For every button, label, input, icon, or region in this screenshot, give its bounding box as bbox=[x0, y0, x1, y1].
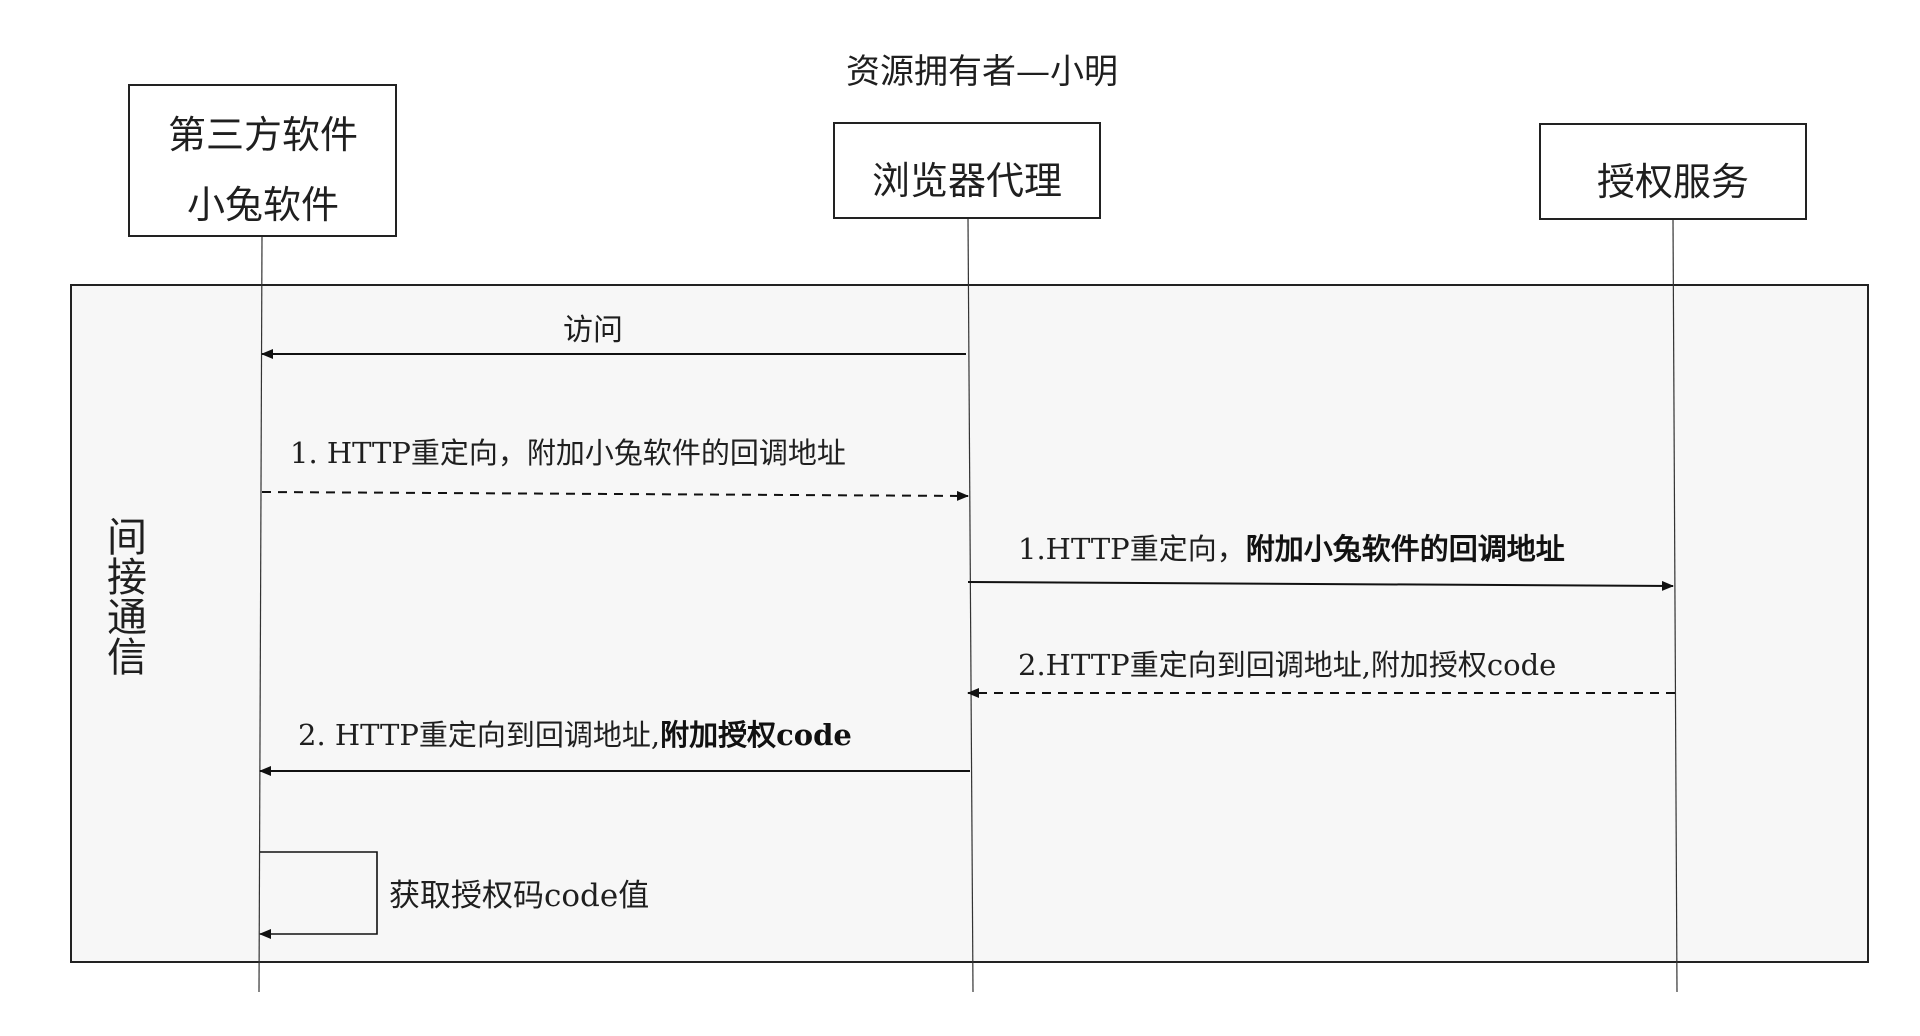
participant-third-party-label-1: 第三方软件 bbox=[168, 113, 358, 157]
message-0-label: 访问 bbox=[563, 313, 623, 348]
message-1-arrow bbox=[261, 490, 969, 501]
message-1-label: 1. HTTP重定向，附加小兔软件的回调地址 bbox=[290, 436, 846, 470]
message-2-label-plain: 1.HTTP重定向， bbox=[1018, 532, 1246, 566]
participant-auth-box bbox=[1539, 123, 1807, 220]
participant-auth-label: 授权服务 bbox=[1597, 160, 1749, 204]
message-4-label: 2. HTTP重定向到回调地址,附加授权code bbox=[298, 718, 852, 752]
message-4-label-plain: 2. HTTP重定向到回调地址, bbox=[298, 718, 660, 752]
message-2-label: 1.HTTP重定向，附加小兔软件的回调地址 bbox=[1018, 532, 1565, 566]
lifeline-browser bbox=[967, 217, 974, 993]
participant-browser-label: 浏览器代理 bbox=[872, 159, 1062, 203]
message-2-label-bold: 附加小兔软件的回调地址 bbox=[1246, 532, 1565, 566]
self-message-arrow bbox=[259, 851, 378, 939]
participant-third-party-box bbox=[128, 84, 397, 237]
participant-browser-box bbox=[833, 122, 1101, 219]
message-3-label: 2.HTTP重定向到回调地址,附加授权code bbox=[1018, 648, 1556, 682]
participant-third-party-label-2: 小兔软件 bbox=[187, 183, 339, 227]
self-message-label: 获取授权码code值 bbox=[389, 878, 649, 914]
message-4-label-bold: 附加授权code bbox=[660, 718, 852, 752]
diagram-title: 资源拥有者—小明 bbox=[846, 52, 1118, 92]
message-2-arrow bbox=[967, 580, 1674, 591]
lifeline-auth bbox=[1672, 218, 1678, 993]
lifeline-third-party bbox=[258, 235, 263, 993]
group-label: 间接通信 bbox=[107, 515, 147, 681]
